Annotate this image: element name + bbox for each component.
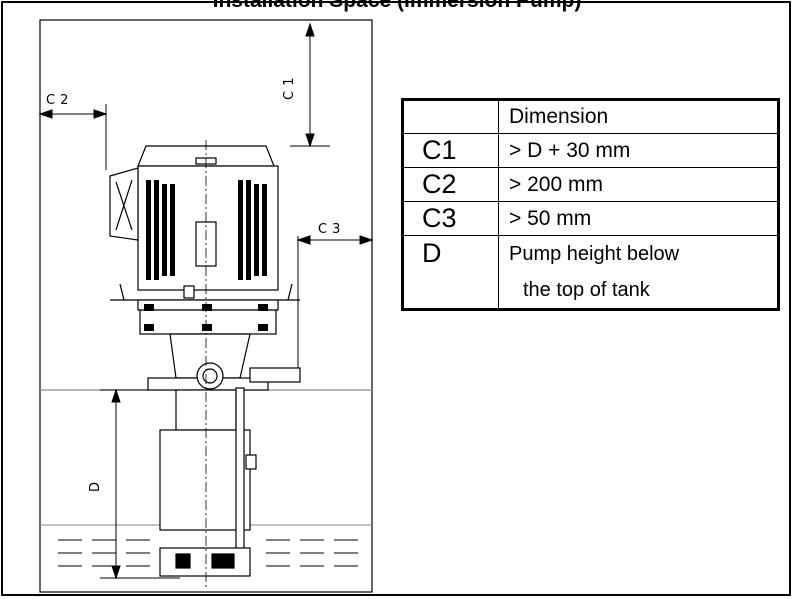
table-header-row: Dimension bbox=[402, 99, 779, 134]
c3-dimension bbox=[296, 235, 374, 370]
table-row: C2 > 200 mm bbox=[402, 167, 779, 202]
row-value: > 50 mm bbox=[498, 201, 779, 236]
liquid-hatching bbox=[58, 539, 358, 567]
table-row: C1 > D + 30 mm bbox=[402, 133, 779, 168]
installation-area bbox=[39, 19, 373, 593]
row-key: C3 bbox=[402, 201, 499, 236]
row-value: Pump height below the top of tank bbox=[498, 235, 779, 310]
c2-label: C2 bbox=[46, 93, 73, 108]
row-key: C2 bbox=[402, 167, 499, 202]
table-row: D Pump height below the top of tank bbox=[402, 235, 779, 310]
row-value-line-1: Pump height below bbox=[509, 243, 680, 265]
pump-body bbox=[109, 145, 301, 577]
c2-dimension bbox=[38, 104, 108, 170]
c1-dimension bbox=[290, 22, 330, 148]
page-heading: Installation Space (Immersion Pump) bbox=[212, 0, 582, 12]
c1-label: C1 bbox=[282, 73, 297, 100]
table-row: C3 > 50 mm bbox=[402, 201, 779, 236]
row-key: D bbox=[402, 235, 499, 310]
row-value-line-2: the top of tank bbox=[523, 279, 650, 301]
table-header-dimension: Dimension bbox=[498, 99, 779, 134]
c3-label: C3 bbox=[318, 222, 345, 237]
row-key: C1 bbox=[402, 133, 499, 168]
d-label: D bbox=[88, 477, 103, 492]
row-value: > D + 30 mm bbox=[498, 133, 779, 168]
row-value: > 200 mm bbox=[498, 167, 779, 202]
table-header-key bbox=[402, 99, 499, 134]
dimension-table: Dimension C1 > D + 30 mm C2 > 200 mm C3 … bbox=[401, 98, 780, 311]
